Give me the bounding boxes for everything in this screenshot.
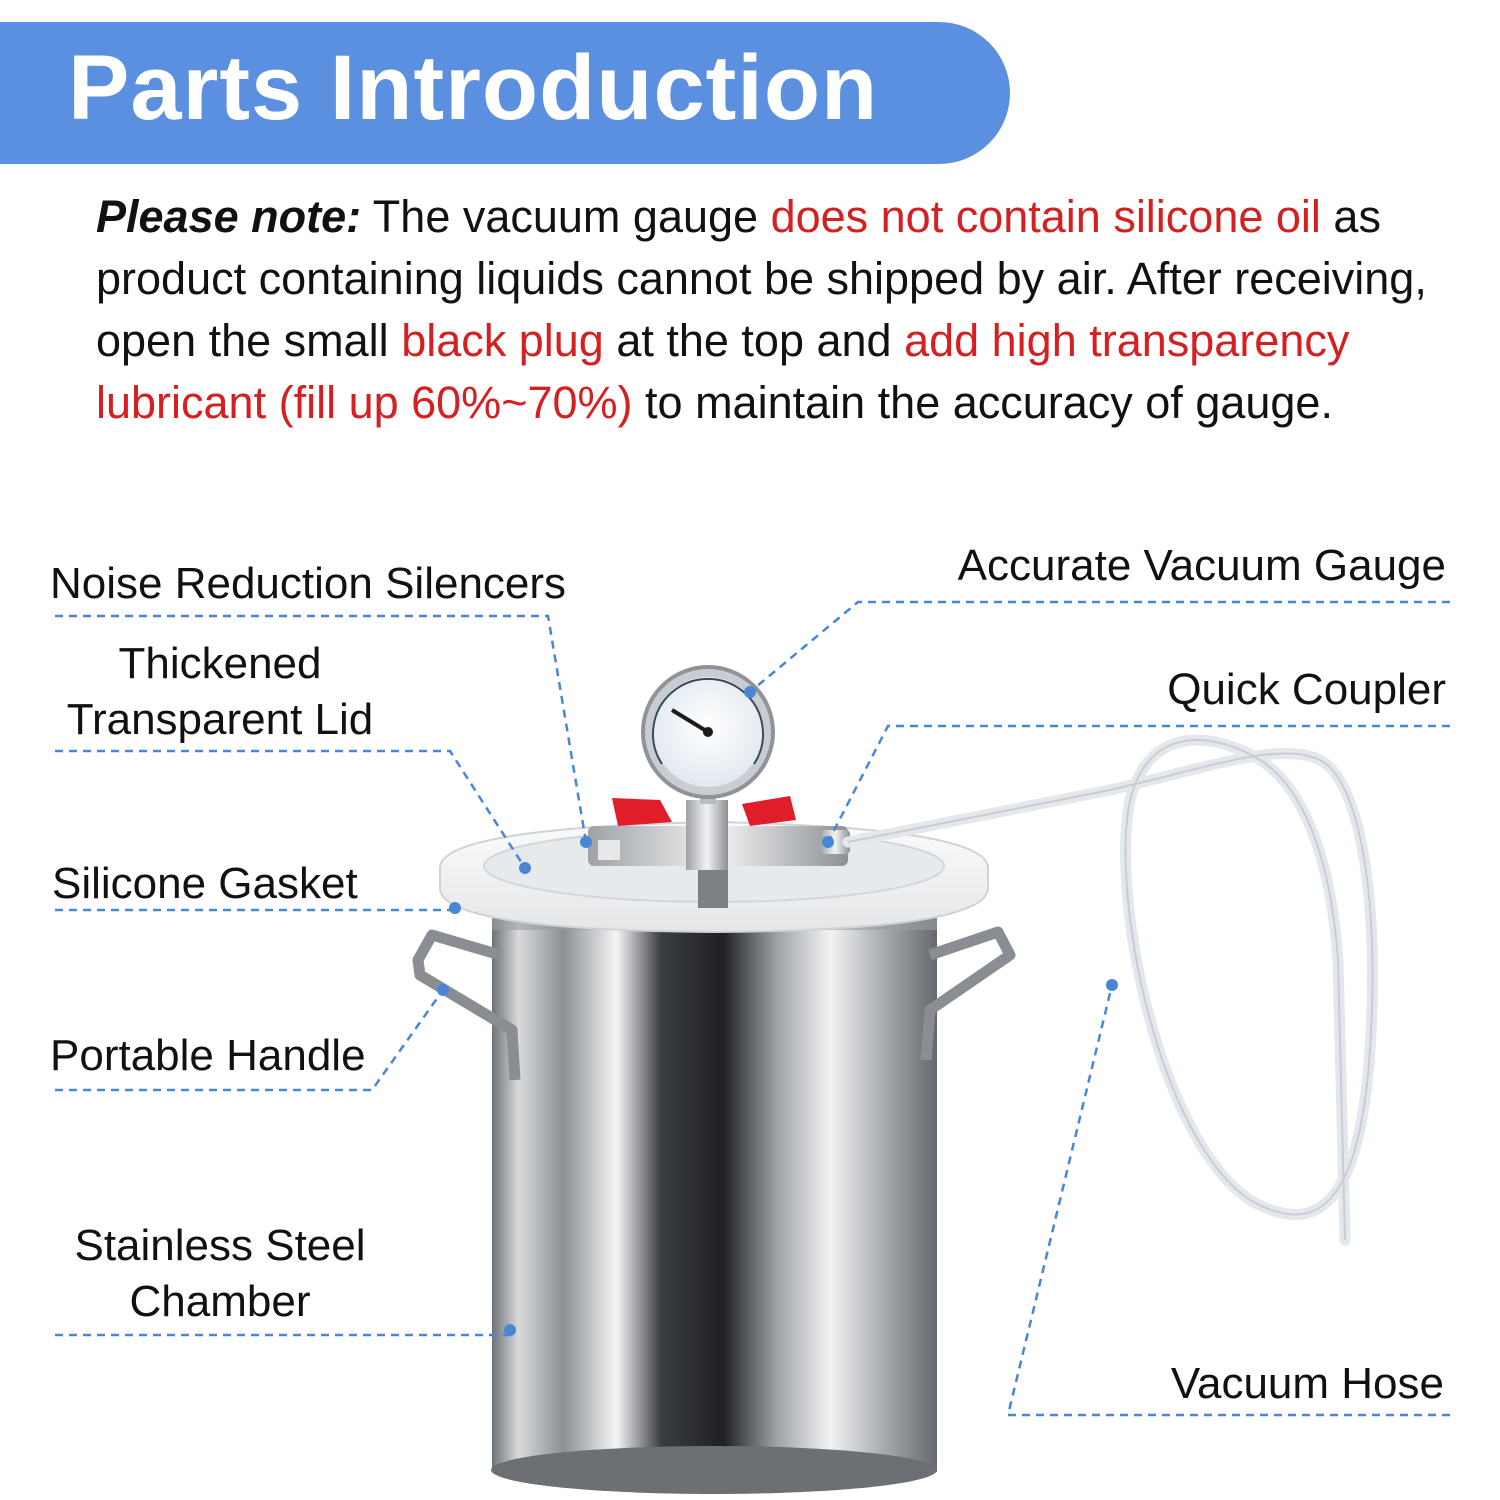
- callout-dots: [437, 686, 1118, 1336]
- note-text-1: The vacuum gauge: [361, 191, 771, 242]
- valve-handle-right: [742, 796, 796, 826]
- note-text-3: at the top and: [603, 315, 905, 366]
- note-text-2: as product containing liquids cannot be …: [96, 191, 1427, 366]
- label-silicone-gasket: Silicone Gasket: [52, 859, 358, 908]
- portable-handle-right: [920, 926, 1016, 1061]
- label-thickened-line1: Thickened: [118, 639, 322, 688]
- callout-quick-coupler: [826, 724, 1450, 843]
- page-title: Parts Introduction: [68, 37, 879, 139]
- portable-handle-left: [412, 929, 521, 1081]
- label-thickened-line2: Transparent Lid: [66, 695, 374, 744]
- note-highlight-2: black plug: [401, 315, 604, 366]
- label-portable-handle: Portable Handle: [50, 1031, 366, 1080]
- note-text-4: to maintain the accuracy of gauge.: [632, 377, 1333, 428]
- label-vacuum-hose: Vacuum Hose: [1170, 1359, 1444, 1408]
- label-accurate-vacuum-gauge: Accurate Vacuum Gauge: [957, 541, 1446, 590]
- quick-coupler-fitting: [820, 830, 850, 854]
- label-noise-reduction-silencers: Noise Reduction Silencers: [50, 559, 567, 608]
- callout-transparent-lid: [55, 749, 527, 869]
- label-chamber-line1: Stainless Steel: [74, 1221, 366, 1270]
- note-highlight-1: does not contain silicone oil: [770, 191, 1321, 242]
- valve-handle-left: [612, 798, 672, 826]
- callout-vacuum-hose: [1006, 984, 1450, 1417]
- callout-vacuum-gauge: [749, 600, 1450, 693]
- note-highlight-3: add high transparency lubricant (fill up…: [96, 315, 1350, 428]
- center-fitting: [698, 870, 728, 908]
- label-quick-coupler: Quick Coupler: [1167, 665, 1446, 714]
- callout-lines: [55, 600, 1450, 1417]
- stainless-steel-chamber: [491, 912, 937, 1494]
- vacuum-gauge-icon: [641, 665, 775, 804]
- title-banner: [0, 22, 1010, 164]
- label-thickened-transparent-lid: Thickened Transparent Lid: [50, 636, 390, 748]
- note-paragraph: Please note: The vacuum gauge does not c…: [96, 186, 1436, 434]
- callout-noise-reduction: [55, 614, 588, 843]
- label-chamber-line2: Chamber: [129, 1277, 311, 1326]
- note-lead: Please note:: [96, 191, 362, 242]
- valve-assembly: [588, 800, 848, 870]
- label-stainless-steel-chamber: Stainless Steel Chamber: [40, 1218, 400, 1330]
- callout-portable-handle: [55, 989, 445, 1092]
